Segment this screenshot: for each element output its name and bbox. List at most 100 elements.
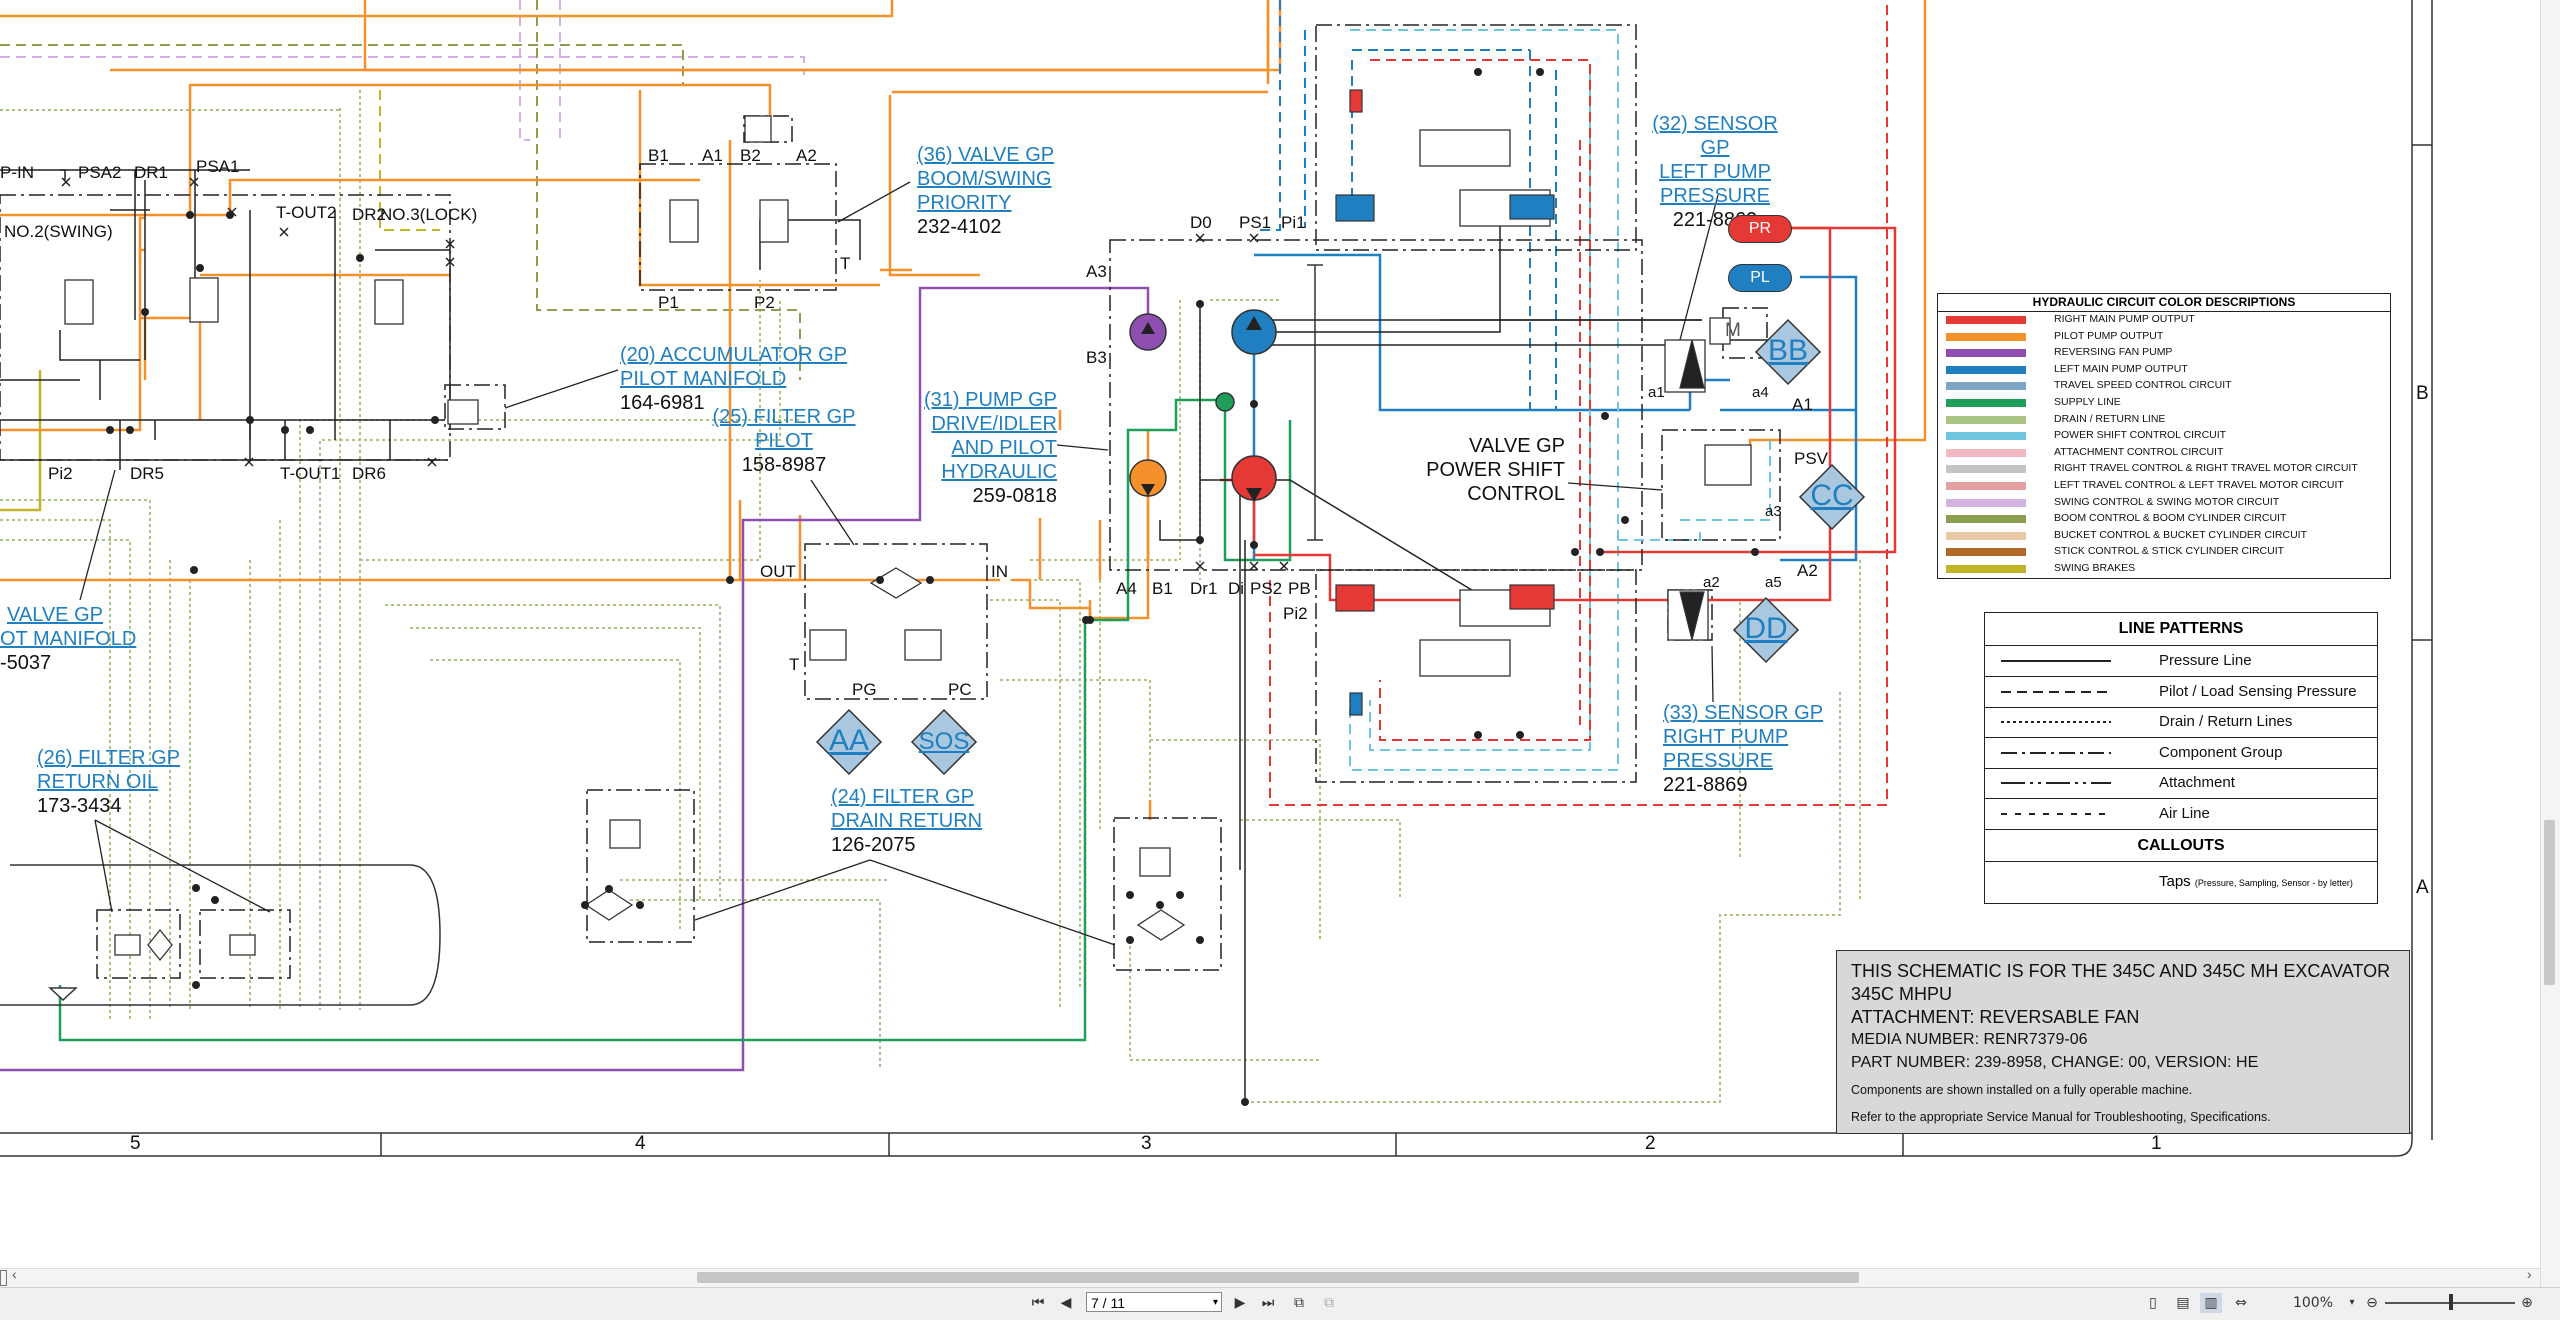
scroll-right-icon[interactable]: › [2527, 1266, 2532, 1282]
zoom-level[interactable]: 100% [2292, 1295, 2334, 1311]
port-label-p1: P1 [658, 293, 679, 312]
callout-26-line2[interactable]: RETURN OIL [37, 771, 159, 793]
tap-aa[interactable]: AA [828, 724, 870, 757]
callout-valve-pilot-manifold[interactable]: VALVE GP OT MANIFOLD -5037 [0, 603, 136, 675]
callout-25[interactable]: (25) FILTER GP PILOT 158-8987 [704, 405, 864, 477]
callout-20-line1[interactable]: (20) ACCUMULATOR GP [620, 344, 848, 366]
tap-sos[interactable]: SOS [918, 728, 970, 755]
page-number-input[interactable]: 7 / 11▾ [1086, 1292, 1222, 1312]
line-pattern-sample [2001, 812, 2111, 815]
tap-dd[interactable]: DD [1744, 612, 1788, 645]
power-shift-line3: CONTROL [1467, 483, 1565, 505]
callout-32-line3[interactable]: PRESSURE [1659, 185, 1771, 207]
chevron-down-icon[interactable]: ▾ [1212, 1297, 1218, 1308]
scroll-left-edge-icon[interactable] [0, 1270, 7, 1286]
callout-24-line1[interactable]: (24) FILTER GP [831, 786, 974, 808]
port-label-pg: PG [852, 680, 877, 699]
legend-row: REVERSING FAN PUMP [1938, 345, 2390, 362]
callout-25-part: 158-8987 [741, 454, 827, 476]
callout-26-line1[interactable]: (26) FILTER GP [37, 747, 180, 769]
tap-cc[interactable]: CC [1810, 479, 1854, 512]
copy-page-icon[interactable]: ⧉ [1294, 1295, 1304, 1311]
callout-31[interactable]: (31) PUMP GP DRIVE/IDLER AND PILOT HYDRA… [900, 388, 1057, 508]
legend-label: SUPPLY LINE [2054, 396, 2121, 408]
zoom-dropdown-icon[interactable]: ▾ [2349, 1297, 2355, 1308]
last-page-icon[interactable]: ⏭ [1261, 1295, 1275, 1311]
callout-25-line1[interactable]: (25) FILTER GP [712, 406, 856, 428]
zoom-in-icon[interactable]: ⊕ [2521, 1295, 2533, 1311]
callout-33[interactable]: (33) SENSOR GP RIGHT PUMP PRESSURE 221-8… [1663, 701, 1823, 797]
port-label-p-in: P-IN [0, 163, 34, 182]
callout-26[interactable]: (26) FILTER GP RETURN OIL 173-3434 [37, 746, 180, 818]
line-pattern-sample [2001, 721, 2111, 723]
callout-24[interactable]: (24) FILTER GP DRAIN RETURN 126-2075 [831, 785, 982, 857]
zoom-slider-handle[interactable] [2449, 1294, 2453, 1310]
callout-36-part: 232-4102 [917, 216, 1002, 238]
prev-page-icon[interactable]: ◀ [1060, 1295, 1072, 1311]
legend-label: SWING BRAKES [2054, 562, 2136, 574]
legend-label: REVERSING FAN PUMP [2054, 346, 2173, 359]
line-pattern-label: Air Line [2159, 804, 2210, 822]
port-label-pi2: Pi2 [1283, 604, 1308, 623]
callout-20[interactable]: (20) ACCUMULATOR GP PILOT MANIFOLD 164-6… [620, 343, 847, 415]
callout-36[interactable]: (36) VALVE GP BOOM/SWING PRIORITY 232-41… [917, 143, 1054, 239]
schematic-info-box: THIS SCHEMATIC IS FOR THE 345C AND 345C … [1836, 950, 2410, 1134]
legend-label: LEFT TRAVEL CONTROL & LEFT TRAVEL MOTOR … [2054, 479, 2344, 491]
vertical-scroll-thumb[interactable] [2544, 820, 2555, 985]
continuous-view-icon[interactable]: ▤ [2176, 1295, 2190, 1311]
line-pattern-sample [2001, 782, 2111, 784]
callout-31-line1[interactable]: (31) PUMP GP [924, 389, 1057, 411]
callout-36-line1[interactable]: (36) VALVE GP [917, 144, 1055, 166]
port-label-ps2: PS2 [1250, 579, 1283, 598]
single-page-view-icon[interactable]: ▯ [2149, 1295, 2157, 1311]
callout-31-line3[interactable]: AND PILOT [951, 437, 1057, 459]
callout-20-part: 164-6981 [620, 392, 705, 414]
pr-badge: PR [1728, 215, 1792, 243]
grid-row-a: A [2416, 877, 2429, 898]
fit-width-view-icon[interactable]: ⇔ [2235, 1295, 2247, 1311]
callout-32-line1[interactable]: (32) SENSOR GP [1652, 113, 1778, 159]
first-page-icon[interactable]: ⏮ [1031, 1295, 1045, 1311]
callout-33-line2[interactable]: RIGHT PUMP [1663, 726, 1789, 748]
horizontal-scroll-thumb[interactable] [697, 1272, 1859, 1283]
legend-row: BUCKET CONTROL & BUCKET CYLINDER CIRCUIT [1938, 528, 2390, 545]
callout-36-line2[interactable]: BOOM/SWING [917, 168, 1052, 190]
zoom-out-icon[interactable]: ⊖ [2366, 1295, 2378, 1311]
line-pattern-label: Pressure Line [2159, 652, 2252, 669]
callout-valve-line1[interactable]: VALVE GP [7, 604, 103, 626]
callout-valve-line2[interactable]: OT MANIFOLD [0, 628, 137, 650]
grid-col-4: 4 [635, 1133, 646, 1154]
paste-page-icon[interactable]: ⧉ [1324, 1295, 1334, 1311]
callout-36-line3[interactable]: PRIORITY [917, 192, 1012, 214]
legend-row: SWING CONTROL & SWING MOTOR CIRCUIT [1938, 495, 2390, 512]
port-label-b3: B3 [1086, 348, 1107, 367]
callout-32-line2[interactable]: LEFT PUMP [1659, 161, 1771, 183]
callout-24-line2[interactable]: DRAIN RETURN [831, 810, 983, 832]
callout-33-line1[interactable]: (33) SENSOR GP [1663, 702, 1824, 724]
line-pattern-sample [2001, 751, 2111, 754]
legend-swatch [1946, 565, 2026, 573]
callout-33-line3[interactable]: PRESSURE [1663, 750, 1774, 772]
port-label-a1: A1 [702, 146, 723, 165]
callouts-title: CALLOUTS [1985, 831, 2377, 862]
callout-25-line2[interactable]: PILOT [755, 430, 813, 452]
vertical-scrollbar[interactable] [2540, 0, 2560, 1287]
callout-32[interactable]: (32) SENSOR GP LEFT PUMP PRESSURE 221-88… [1640, 112, 1790, 232]
scroll-left-icon[interactable]: ‹ [12, 1266, 17, 1282]
next-page-icon[interactable]: ▶ [1234, 1295, 1246, 1311]
legend-row: LEFT TRAVEL CONTROL & LEFT TRAVEL MOTOR … [1938, 478, 2390, 495]
port-label-pi2-left: Pi2 [48, 464, 73, 483]
legend-label: SWING CONTROL & SWING MOTOR CIRCUIT [2054, 495, 2280, 508]
port-label-a1-sensor: A1 [1792, 395, 1813, 414]
line-pattern-label: Drain / Return Lines [2159, 713, 2293, 730]
plug-markers [61, 177, 1289, 571]
two-page-view-icon[interactable]: ▥ [2200, 1293, 2222, 1313]
callout-31-line2[interactable]: DRIVE/IDLER [931, 413, 1057, 435]
port-label-b1b: B1 [1152, 579, 1173, 598]
tap-bb[interactable]: BB [1767, 334, 1809, 367]
line-pattern-row: Pressure Line [1985, 646, 2377, 677]
callout-31-line4[interactable]: HYDRAULIC [941, 461, 1057, 483]
right-main-pilot [1269, 0, 1888, 806]
callout-20-line2[interactable]: PILOT MANIFOLD [620, 368, 787, 390]
legend-swatch [1946, 432, 2026, 441]
